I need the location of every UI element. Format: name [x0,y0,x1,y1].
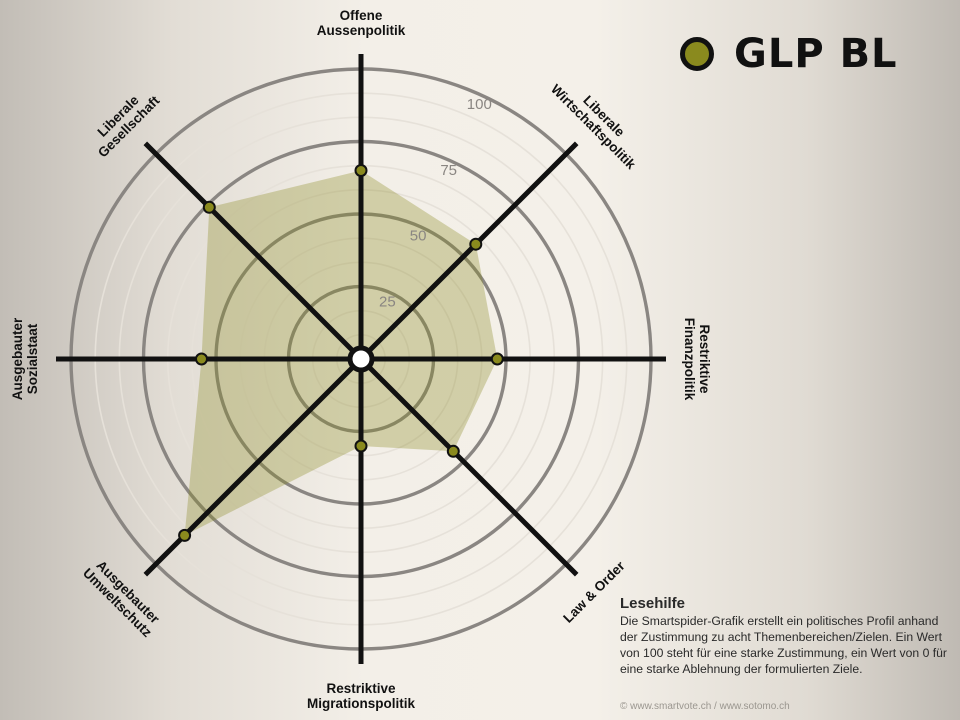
ring-label: 50 [410,228,427,245]
legend-label: GLP BL [734,31,898,77]
data-point [354,164,368,177]
data-point [490,352,504,366]
axis-label-line: Offene [340,8,383,23]
axis-line [359,357,579,577]
axis-label-line: Migrationspolitik [307,696,415,711]
axis-label-line: Restriktive [697,324,712,394]
data-points [178,164,504,542]
profile-area [184,170,498,536]
footer-credit: © www.smartvote.ch / www.sotomo.ch [620,701,790,712]
ring-labels: 25 50 75 100 [379,96,492,310]
ring-label: 25 [379,293,396,310]
reading-help: Lesehilfe Die Smartspider-Grafik erstell… [620,595,950,677]
data-point [178,528,192,542]
axis-label-line: Sozialstaat [25,323,40,394]
axis-label-line: Finanzpolitik [682,318,697,401]
legend-dot [680,37,714,71]
data-point [202,200,216,214]
data-point [469,237,483,251]
ring-label: 75 [440,162,457,179]
data-point [446,444,460,458]
axis-label-line: Ausgebauter [10,317,25,400]
axis-label-line: Aussenpolitik [317,23,406,38]
help-title: Lesehilfe [620,595,686,612]
data-point [195,352,208,366]
legend: GLP BL [680,28,898,80]
profile-area-layer [184,170,498,536]
axis-line [359,141,579,361]
axis-label-line: Restriktive [326,681,396,696]
ring-label: 100 [467,96,492,113]
axis-lines [56,54,666,664]
data-point [354,439,368,453]
axis-line [143,141,363,361]
center-hub [347,345,375,373]
help-text: Die Smartspider-Grafik erstellt ein poli… [620,614,947,676]
